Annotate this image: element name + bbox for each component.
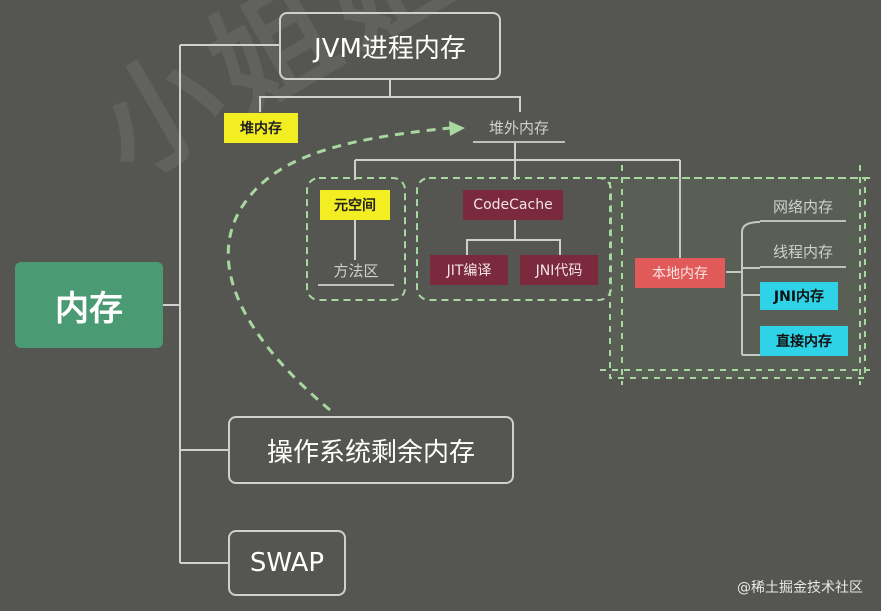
- source-credit: @稀土掘金技术社区: [737, 580, 863, 596]
- direct-memory-node: 直接内存: [760, 326, 848, 356]
- metaspace-node: 元空间: [320, 190, 390, 220]
- jni-memory-node: JNI内存: [760, 282, 838, 310]
- codecache-node: CodeCache: [463, 190, 563, 220]
- swap-node: SWAP: [228, 530, 346, 596]
- root-memory-node: 内存: [15, 262, 163, 348]
- jni-code-node: JNI代码: [520, 255, 598, 285]
- os-remaining-memory-node: 操作系统剩余内存: [228, 416, 514, 484]
- jit-compile-node: JIT编译: [430, 255, 508, 285]
- offheap-memory-node: 堆外内存: [473, 113, 565, 143]
- heap-memory-node: 堆内存: [224, 113, 298, 143]
- method-area-node: 方法区: [318, 256, 394, 286]
- network-memory-node: 网络内存: [760, 192, 846, 222]
- jvm-process-memory-node: JVM进程内存: [279, 12, 501, 80]
- thread-memory-node: 线程内存: [760, 236, 846, 268]
- native-memory-node: 本地内存: [635, 258, 725, 288]
